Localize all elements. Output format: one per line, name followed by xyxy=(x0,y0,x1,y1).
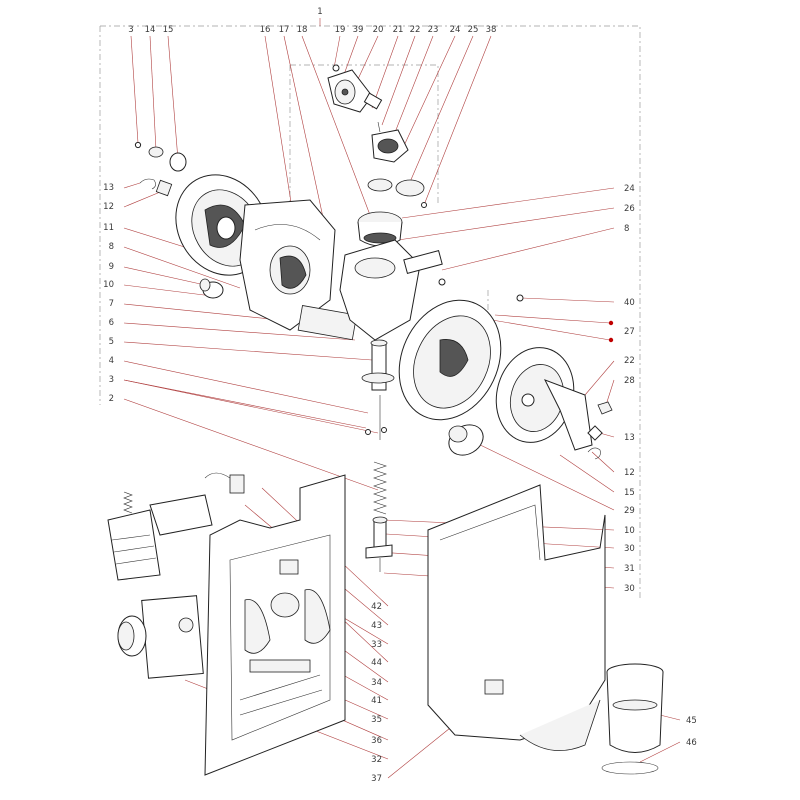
callout-label: 36 xyxy=(371,736,382,746)
coffee-chute xyxy=(427,484,606,751)
callout-label: 21 xyxy=(393,25,404,35)
callout-label: 37 xyxy=(371,774,382,784)
central-shaft xyxy=(361,339,395,572)
callout-label: 14 xyxy=(145,25,156,35)
callout-label: 34 xyxy=(371,678,382,688)
callout-label: 30 xyxy=(624,544,635,554)
motor-gearbox xyxy=(117,595,204,679)
callout-label: 9 xyxy=(109,262,114,272)
callout-label: 38 xyxy=(486,25,497,35)
callout-label: 11 xyxy=(103,223,114,233)
callout-label: 15 xyxy=(163,25,174,35)
callout-label: 19 xyxy=(335,25,346,35)
callout-label: 5 xyxy=(109,337,114,347)
screw-icon xyxy=(516,294,524,302)
marker-dot xyxy=(608,320,614,326)
callout-label: 30 xyxy=(624,584,635,594)
spring-icon xyxy=(373,461,387,515)
filter-cup xyxy=(357,211,403,247)
callout-label: 24 xyxy=(450,25,461,35)
marker-dot xyxy=(608,337,614,343)
callout-label: 18 xyxy=(297,25,308,35)
screw-icon xyxy=(134,141,142,149)
callout-label: 10 xyxy=(103,280,114,290)
center-body xyxy=(339,239,446,341)
callout-label: 24 xyxy=(624,184,635,194)
callout-label: 39 xyxy=(353,25,364,35)
right-gear xyxy=(398,294,613,460)
callout-label: 46 xyxy=(686,738,697,748)
callout-label: 31 xyxy=(624,564,635,574)
callout-label: 17 xyxy=(279,25,290,35)
callout-label: 13 xyxy=(624,433,635,443)
callout-label: 40 xyxy=(624,298,635,308)
callout-label: 43 xyxy=(371,621,382,631)
callout-label: 10 xyxy=(624,526,635,536)
callout-label: 28 xyxy=(624,376,635,386)
callout-label: 29 xyxy=(624,506,635,516)
callout-label: 33 xyxy=(371,640,382,650)
injector-assembly xyxy=(327,64,427,208)
callout-label: 45 xyxy=(686,716,697,726)
callout-label: 7 xyxy=(109,299,114,309)
callout-label: 35 xyxy=(371,715,382,725)
bracket-assembly xyxy=(107,472,245,581)
callout-label: 4 xyxy=(109,356,114,366)
callout-label: 42 xyxy=(371,602,382,612)
callout-label: 23 xyxy=(428,25,439,35)
callout-label: 3 xyxy=(128,25,133,35)
callout-label: 15 xyxy=(624,488,635,498)
callout-label: 12 xyxy=(103,202,114,212)
callout-label: 27 xyxy=(624,327,635,337)
callout-label: 32 xyxy=(371,755,382,765)
callout-label: 22 xyxy=(410,25,421,35)
funnel-cup xyxy=(601,663,664,775)
callout-label: 1 xyxy=(317,7,322,17)
spring-icon xyxy=(123,491,133,514)
callout-label: 26 xyxy=(624,204,635,214)
main-plate xyxy=(204,474,346,776)
callout-label: 16 xyxy=(260,25,271,35)
callout-label: 8 xyxy=(109,242,114,252)
callout-label: 3 xyxy=(109,375,114,385)
callout-label: 8 xyxy=(624,224,629,234)
callout-label: 2 xyxy=(109,394,114,404)
callout-label: 44 xyxy=(371,658,382,668)
callout-label: 6 xyxy=(109,318,114,328)
callout-label: 13 xyxy=(103,183,114,193)
brew-body-left xyxy=(199,199,358,341)
callout-label: 25 xyxy=(468,25,479,35)
callout-label: 12 xyxy=(624,468,635,478)
callout-label: 41 xyxy=(371,696,382,706)
callout-label: 22 xyxy=(624,356,635,366)
callout-label: 20 xyxy=(373,25,384,35)
